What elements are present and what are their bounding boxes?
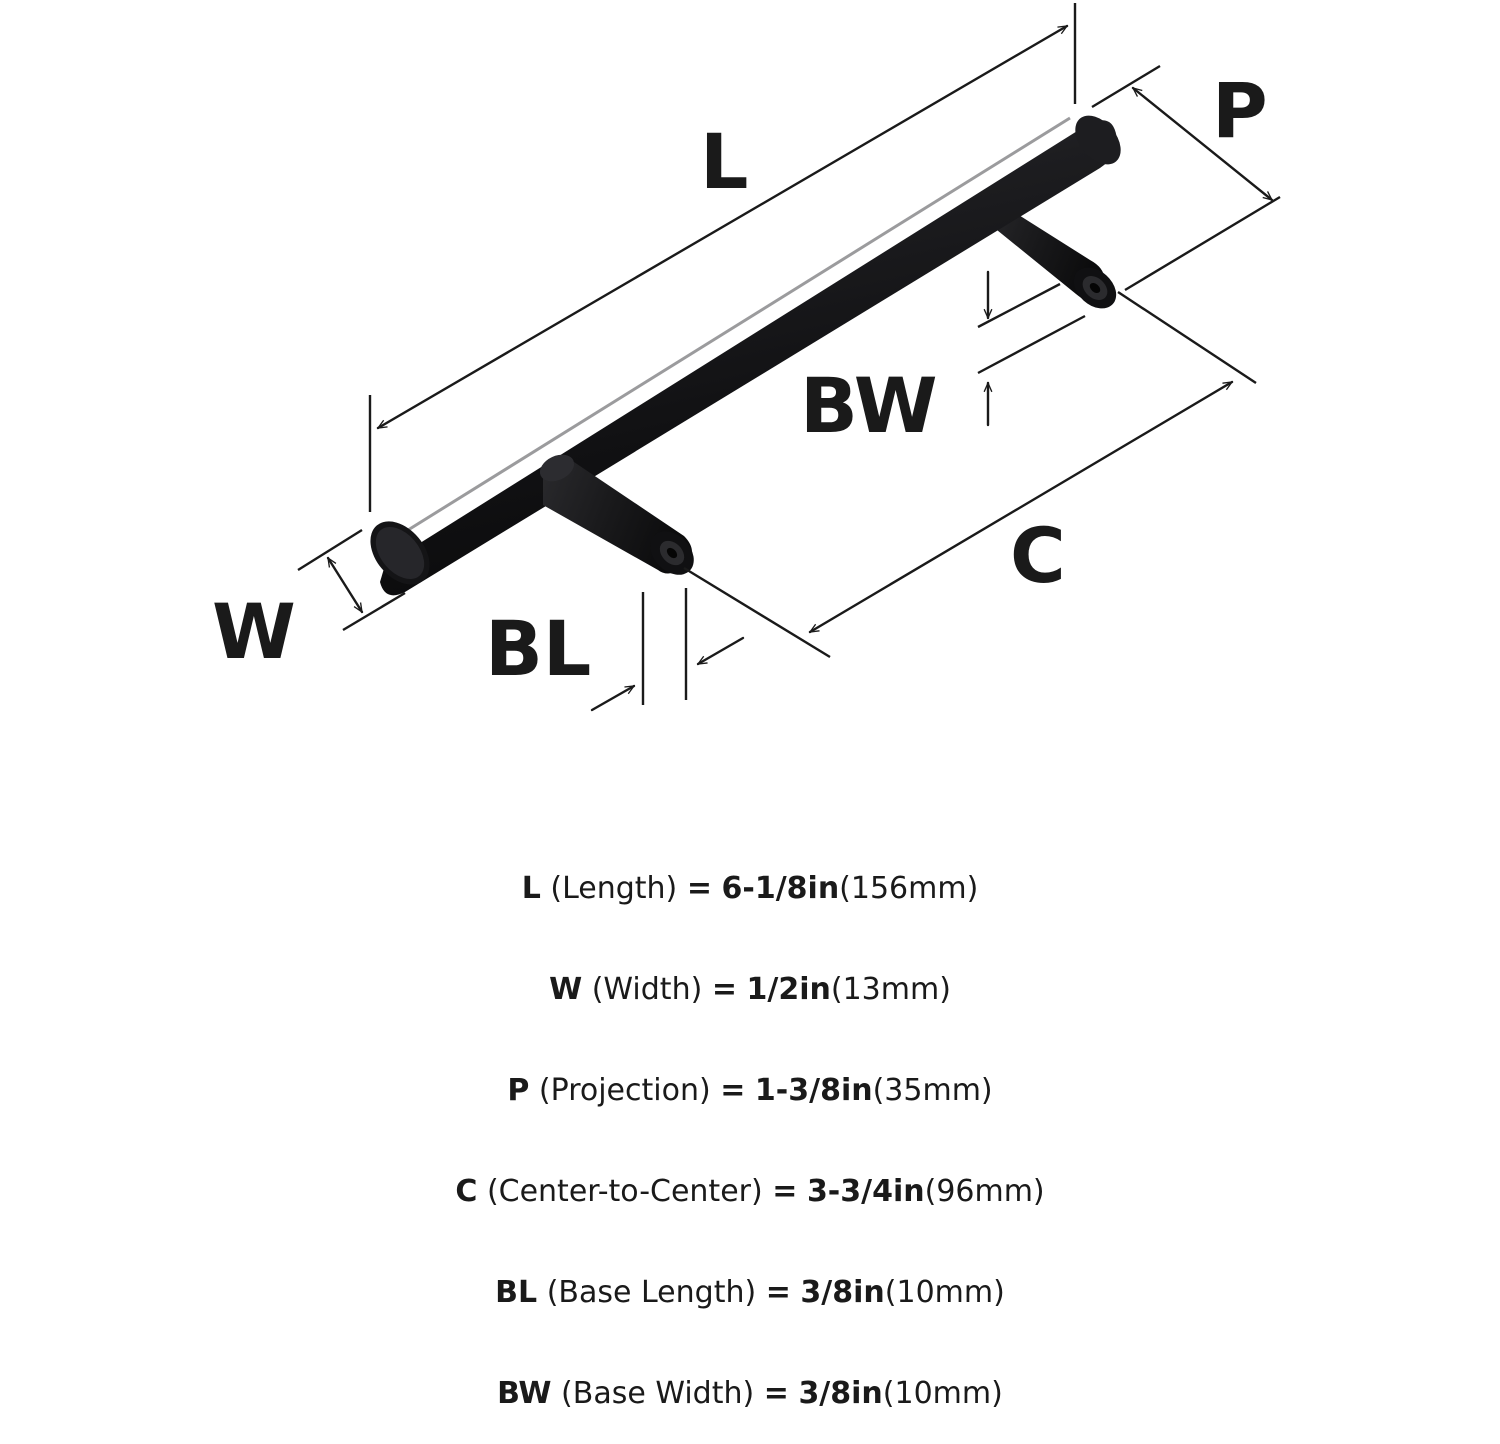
- spec-name: (Center-to-Center): [486, 1174, 763, 1209]
- spec-name: (Length): [550, 871, 678, 906]
- spec-imperial: 3/8in: [800, 1275, 885, 1310]
- label-BL: BL: [485, 604, 591, 693]
- spec-equals: =: [711, 972, 737, 1007]
- spec-equals: =: [763, 1376, 789, 1411]
- spec-metric: (156mm): [839, 871, 979, 906]
- spec-row-center-to-center: C (Center-to-Center) = 3-3/4in(96mm): [0, 1141, 1500, 1242]
- spec-imperial: 3-3/4in: [806, 1174, 925, 1209]
- left-post: [539, 454, 694, 575]
- spec-imperial: 1/2in: [746, 972, 831, 1007]
- spec-metric: (10mm): [884, 1275, 1005, 1310]
- bar-pull-dimension-diagram: L P BW C W BL: [212, 3, 1281, 712]
- dimension-spec-list: L (Length) = 6-1/8in(156mm) W (Width) = …: [0, 838, 1500, 1444]
- spec-equals: =: [686, 871, 712, 906]
- spec-row-projection: P (Projection) = 1-3/8in(35mm): [0, 1040, 1500, 1141]
- spec-equals: =: [772, 1174, 798, 1209]
- label-BW: BW: [800, 361, 938, 450]
- spec-symbol: P: [507, 1073, 530, 1108]
- spec-symbol: C: [455, 1174, 478, 1209]
- spec-name: (Width): [591, 972, 703, 1007]
- spec-symbol: L: [521, 871, 541, 906]
- spec-symbol: BW: [497, 1376, 552, 1411]
- label-P: P: [1212, 66, 1268, 155]
- spec-equals: =: [765, 1275, 791, 1310]
- label-C: C: [1010, 511, 1066, 600]
- spec-equals: =: [720, 1073, 746, 1108]
- dimension-length: L: [368, 3, 1077, 512]
- spec-symbol: BL: [495, 1275, 538, 1310]
- dimension-projection: P: [1091, 64, 1281, 292]
- dimension-width: W: [212, 528, 406, 676]
- dimension-center-to-center: C: [683, 290, 1257, 659]
- spec-row-base-width: BW (Base Width) = 3/8in(10mm): [0, 1343, 1500, 1444]
- spec-metric: (10mm): [882, 1376, 1003, 1411]
- spec-imperial: 6-1/8in: [721, 871, 840, 906]
- dimension-base-length: BL: [485, 588, 745, 712]
- spec-name: (Projection): [538, 1073, 711, 1108]
- spec-metric: (96mm): [924, 1174, 1045, 1209]
- spec-metric: (35mm): [872, 1073, 993, 1108]
- label-L: L: [700, 117, 748, 206]
- spec-imperial: 3/8in: [798, 1376, 883, 1411]
- label-W: W: [212, 587, 296, 676]
- spec-name: (Base Width): [561, 1376, 755, 1411]
- spec-row-length: L (Length) = 6-1/8in(156mm): [0, 838, 1500, 939]
- spec-imperial: 1-3/8in: [754, 1073, 873, 1108]
- spec-metric: (13mm): [830, 972, 951, 1007]
- spec-row-base-length: BL (Base Length) = 3/8in(10mm): [0, 1242, 1500, 1343]
- spec-row-width: W (Width) = 1/2in(13mm): [0, 939, 1500, 1040]
- spec-name: (Base Length): [546, 1275, 757, 1310]
- spec-symbol: W: [549, 972, 583, 1007]
